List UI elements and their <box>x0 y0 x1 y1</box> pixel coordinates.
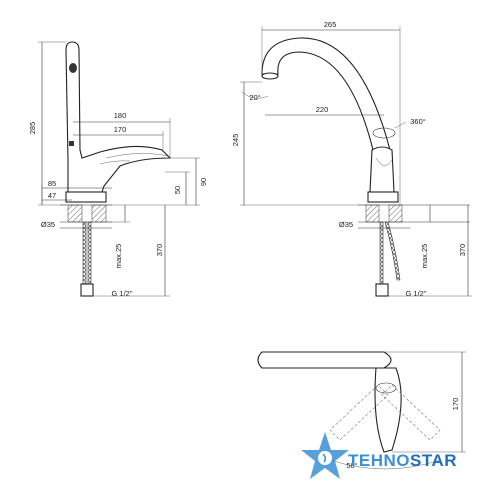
side-view-button <box>69 141 74 146</box>
brand-logo: TEHNOSTAR <box>301 432 457 479</box>
logo-text-part1: TEHNO <box>348 451 410 470</box>
side-thread-label: G 1/2" <box>111 289 132 298</box>
front-view-hose-right <box>384 221 401 281</box>
top-handle-angle-label: 50° <box>346 461 357 470</box>
front-height-label: 245 <box>231 134 240 147</box>
front-hole-label: Ø35 <box>339 220 353 229</box>
side-hole-label: Ø35 <box>41 220 55 229</box>
side-max-thickness-label: max.25 <box>114 244 123 269</box>
side-view-counter-right <box>91 204 107 223</box>
side-base-width-label: 47 <box>48 191 56 200</box>
side-view-fitting <box>80 283 94 297</box>
side-view-hose-left <box>82 221 87 285</box>
front-view: 265 220 245 20° 360° Ø35 max.25 370 G 1/… <box>231 20 472 298</box>
side-view-counter-left <box>67 204 83 223</box>
top-view-spout <box>257 351 392 369</box>
front-view-base <box>367 191 399 203</box>
front-reach-label: 220 <box>316 105 329 114</box>
front-rotation-label: 360° <box>410 117 426 126</box>
front-width-label: 265 <box>324 20 337 29</box>
top-view-handle-rotated-right <box>381 384 441 441</box>
front-view-counter-right <box>388 204 403 223</box>
front-view-counter-left <box>365 204 380 223</box>
front-max-thickness-label: max.25 <box>420 244 429 269</box>
front-view-spout <box>261 37 391 155</box>
side-outlet-height-label: 50 <box>173 186 182 194</box>
top-view: 170 50° <box>257 351 466 470</box>
side-view-outlet <box>69 63 77 73</box>
top-view-handle-rotated-left <box>329 384 389 441</box>
top-depth-label: 170 <box>451 398 460 411</box>
side-reach-inner-label: 170 <box>114 125 127 134</box>
side-handle-height-label: 90 <box>199 178 208 186</box>
front-view-body <box>369 146 395 193</box>
top-view-handle <box>374 367 402 453</box>
side-hose-length-label: 370 <box>155 244 164 257</box>
front-thread-label: G 1/2" <box>405 289 426 298</box>
side-view-body <box>65 41 172 193</box>
side-base-offset-label: 85 <box>48 179 56 188</box>
svg-text:TEHNOSTAR: TEHNOSTAR <box>348 451 457 470</box>
front-view-hose-left <box>379 221 384 285</box>
side-view-hose-right <box>87 221 92 285</box>
star-icon <box>301 432 349 479</box>
side-view: 285 180 170 90 50 85 47 Ø35 max.25 <box>28 41 208 298</box>
side-height-label: 285 <box>28 122 37 135</box>
logo-text-part2: STAR <box>410 451 457 470</box>
front-outlet-angle-label: 20° <box>249 93 260 102</box>
front-hose-length-label: 370 <box>458 244 467 257</box>
side-reach-outer-label: 180 <box>114 111 127 120</box>
side-view-base <box>65 191 107 203</box>
front-view-outlet <box>261 72 279 80</box>
front-view-fitting <box>375 283 389 297</box>
